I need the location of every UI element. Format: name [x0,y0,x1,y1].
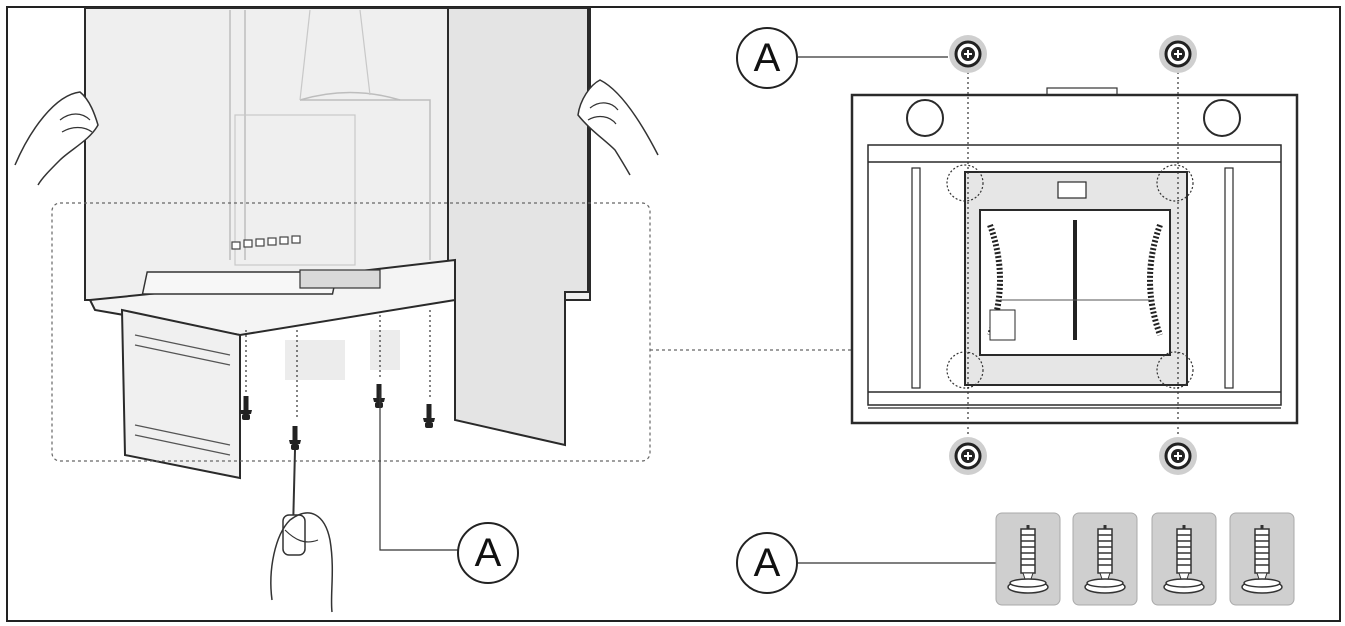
chimney-side-panel [447,7,589,447]
screw-4 [423,404,435,428]
top-screw-br [1157,435,1199,477]
callout-leader-left [379,390,458,551]
left-hand [14,91,99,186]
screw-parts-row [798,511,1296,607]
callout-label-screws: A [457,522,519,584]
callout-label-parts: A [736,532,798,594]
top-screw-bl [947,435,989,477]
screw-2 [289,426,301,450]
screw-part-3 [1150,511,1218,607]
screw-part-2 [1071,511,1139,607]
screw-1 [240,396,252,420]
hood-top-view [798,33,1299,477]
light-left [906,99,944,137]
screw-part-4 [1228,511,1296,607]
light-right [1203,99,1241,137]
left-bracket-panel [120,308,241,480]
screw-3 [373,384,385,408]
lower-hand [270,512,334,613]
callout-label-top: A [736,27,798,89]
hood-chimney-scene [14,7,852,613]
detail-highlight-box [51,202,651,462]
control-buttons [231,235,301,250]
top-screw-tl [947,33,989,75]
screw-part-1 [994,511,1062,607]
top-screw-tr [1157,33,1199,75]
diagram-border [6,6,1341,622]
